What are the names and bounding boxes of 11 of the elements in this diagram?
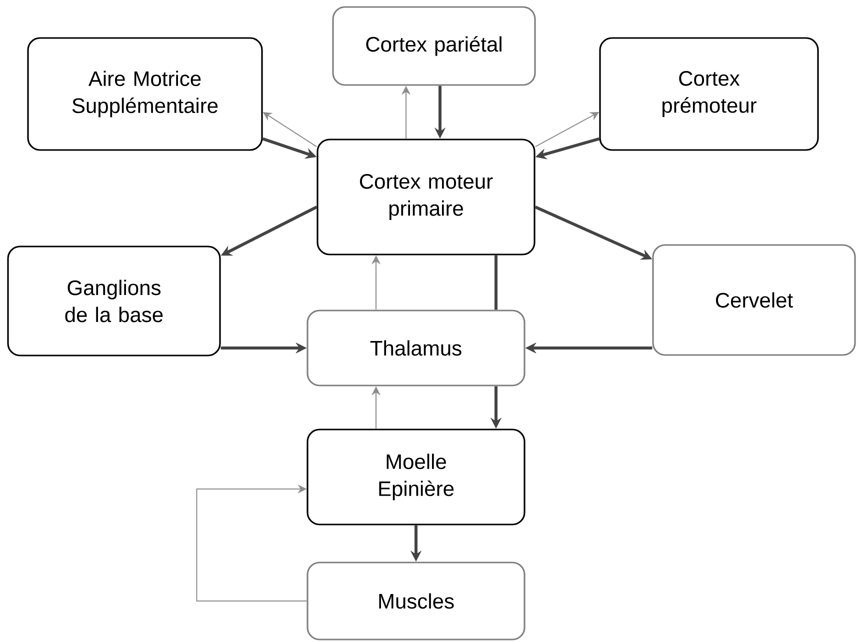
process-box: Cortex pariétal (332, 6, 536, 86)
process-box: Ganglions de la base (7, 246, 221, 356)
process-box: Cervelet (652, 244, 856, 356)
process-box: Cortex moteur primaire (316, 138, 536, 256)
process-box: Moelle Epinière (306, 428, 526, 526)
process-box: Thalamus (306, 310, 526, 386)
connector-line (494, 255, 498, 310)
arrow (196, 484, 308, 602)
process-box: Cortex prémoteur (599, 37, 819, 151)
process-box: Muscles (306, 562, 526, 640)
process-box: Aire Motrice Supplémentaire (27, 37, 263, 151)
